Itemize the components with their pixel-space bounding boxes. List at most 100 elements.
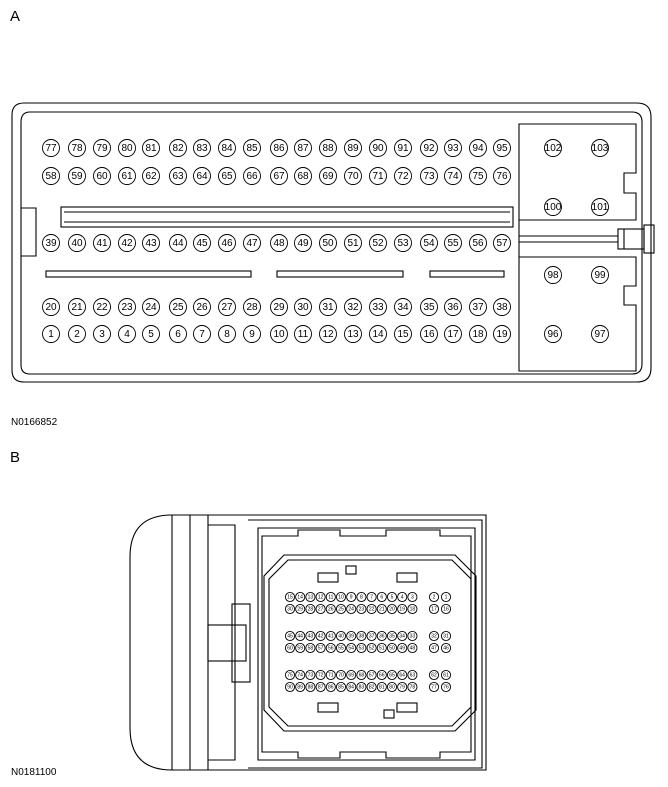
connector-a-pin-85-label: 85 <box>246 143 258 154</box>
connector-a-pin-52-circle <box>369 234 387 252</box>
connector-b-side-latch <box>207 624 247 662</box>
connector-a-pin-9-label: 9 <box>249 329 255 340</box>
connector-b-pin-7-circle <box>366 591 377 603</box>
connector-b-pin-50-circle <box>386 642 398 654</box>
connector-a-pin-29-label: 29 <box>273 302 285 313</box>
connector-a-pin-32-label: 32 <box>347 302 359 313</box>
connector-a-pin-100-circle <box>544 198 562 216</box>
connector-a-pin-103-circle <box>591 139 609 157</box>
connector-b-pin-89-label: 89 <box>297 685 303 691</box>
connector-b-pin-85-circle <box>335 681 347 693</box>
connector-a-pin-33-label: 33 <box>372 302 384 313</box>
figure-b-label: B <box>10 449 21 466</box>
connector-b-pin-68-circle <box>356 669 367 681</box>
connector-b-pin-2-label: 2 <box>433 595 436 601</box>
connector-b-pin-63-label: 63 <box>410 673 416 679</box>
connector-a-pin-63-label: 63 <box>172 171 184 182</box>
connector-b-pin-13-label: 13 <box>308 595 314 601</box>
connector-a-pin-50-label: 50 <box>322 238 334 249</box>
connector-b-pin-15-label: 15 <box>287 595 293 601</box>
connector-b-pin-63-circle <box>407 669 418 681</box>
connector-a-pin-96-circle <box>544 325 562 343</box>
connector-a-pin-3-circle <box>93 325 111 343</box>
connector-a-pin-69-circle <box>319 167 337 185</box>
connector-b-pin-46-circle <box>440 642 452 654</box>
connector-b-pin-67-circle <box>366 669 377 681</box>
connector-a-pin-30-label: 30 <box>297 302 309 313</box>
connector-a-pin-39-circle <box>42 234 60 252</box>
connector-a-pin-100-label: 100 <box>545 202 562 213</box>
connector-a-pin-10-label: 10 <box>273 329 285 340</box>
connector-a-pin-12-label: 12 <box>322 329 334 340</box>
connector-a-pin-13-label: 13 <box>347 329 359 340</box>
connector-a-pin-12-circle <box>319 325 337 343</box>
connector-a-pin-52-label: 52 <box>372 238 384 249</box>
connector-a-pin-45-label: 45 <box>196 238 208 249</box>
connector-a-pin-97-circle <box>591 325 609 343</box>
connector-b-pin-80-circle <box>386 681 398 693</box>
connector-a-pin-8-label: 8 <box>224 329 230 340</box>
connector-b-pin-37-circle <box>366 630 377 642</box>
connector-a-pin-49-label: 49 <box>297 238 309 249</box>
connector-a-pin-61-circle <box>118 167 136 185</box>
connector-a-pin-97-label: 97 <box>594 329 606 340</box>
connector-a-pin-50-circle <box>319 234 337 252</box>
connector-a-pin-76-circle <box>493 167 511 185</box>
connector-a-pin-27-circle <box>218 298 236 316</box>
connector-b-pin-5-label: 5 <box>391 595 394 601</box>
connector-a-outer-shell <box>11 102 652 383</box>
connector-b-pin-22-circle <box>366 603 377 615</box>
connector-b-pin-41-circle <box>325 630 336 642</box>
connector-a-pin-17-circle <box>444 325 462 343</box>
connector-b-pin-48-circle <box>407 642 418 654</box>
connector-a-pin-37-label: 37 <box>472 302 484 313</box>
connector-a-pin-16-label: 16 <box>423 329 435 340</box>
connector-a-pin-8-circle <box>218 325 236 343</box>
connector-a-pin-32-circle <box>344 298 362 316</box>
connector-a-pin-6-label: 6 <box>175 329 181 340</box>
connector-b-pin-57-label: 57 <box>318 646 324 652</box>
connector-a-pin-5-circle <box>142 325 160 343</box>
connector-b-pin-11-label: 11 <box>328 595 333 601</box>
connector-a-pin-69-label: 69 <box>322 171 334 182</box>
connector-b-pin-54-circle <box>346 642 357 654</box>
connector-a-pin-63-circle <box>169 167 187 185</box>
connector-b-pin-53-label: 53 <box>359 646 365 652</box>
connector-b-pin-61-label: 61 <box>443 673 449 679</box>
connector-b-pin-53-circle <box>356 642 367 654</box>
connector-b-pin-1-circle <box>440 591 452 603</box>
connector-a-pin-7-circle <box>193 325 211 343</box>
connector-a-pin-42-circle <box>118 234 136 252</box>
connector-b-pin-33-circle <box>407 630 418 642</box>
connector-b-pin-62-label: 62 <box>431 673 437 679</box>
connector-a-pin-84-circle <box>218 139 236 157</box>
connector-a-pin-57-circle <box>493 234 511 252</box>
connector-b-pin-3-circle <box>407 591 418 603</box>
connector-a-pin-9-circle <box>243 325 261 343</box>
connector-b-pin-47-label: 47 <box>431 646 437 652</box>
connector-a-pin-102-label: 102 <box>545 143 562 154</box>
connector-a-pin-10-circle <box>270 325 288 343</box>
connector-a-pin-18-label: 18 <box>472 329 484 340</box>
connector-b-pin-67-label: 67 <box>369 673 375 679</box>
connector-a-pin-86-circle <box>270 139 288 157</box>
connector-a-pin-18-circle <box>469 325 487 343</box>
connector-a-pin-88-label: 88 <box>322 143 334 154</box>
connector-b-pin-84-circle <box>346 681 357 693</box>
connector-a-pin-34-circle <box>394 298 412 316</box>
connector-b-pin-31-circle <box>440 630 452 642</box>
connector-a-pin-27-label: 27 <box>221 302 233 313</box>
connector-b-pin-75-label: 75 <box>287 673 293 679</box>
connector-a-pin-38-circle <box>493 298 511 316</box>
connector-b-pin-42-circle <box>315 630 326 642</box>
connector-b-pin-6-label: 6 <box>380 595 383 601</box>
connector-a-pin-51-label: 51 <box>347 238 359 249</box>
connector-a-pin-44-circle <box>169 234 187 252</box>
connector-a-pin-56-circle <box>469 234 487 252</box>
connector-b-pin-8-label: 8 <box>360 595 363 601</box>
connector-b-pin-40-label: 40 <box>338 634 344 640</box>
connector-a-pin-66-circle <box>243 167 261 185</box>
connector-a-pin-75-circle <box>469 167 487 185</box>
connector-b-pin-8-circle <box>356 591 367 603</box>
connector-a-pin-40-circle <box>68 234 86 252</box>
